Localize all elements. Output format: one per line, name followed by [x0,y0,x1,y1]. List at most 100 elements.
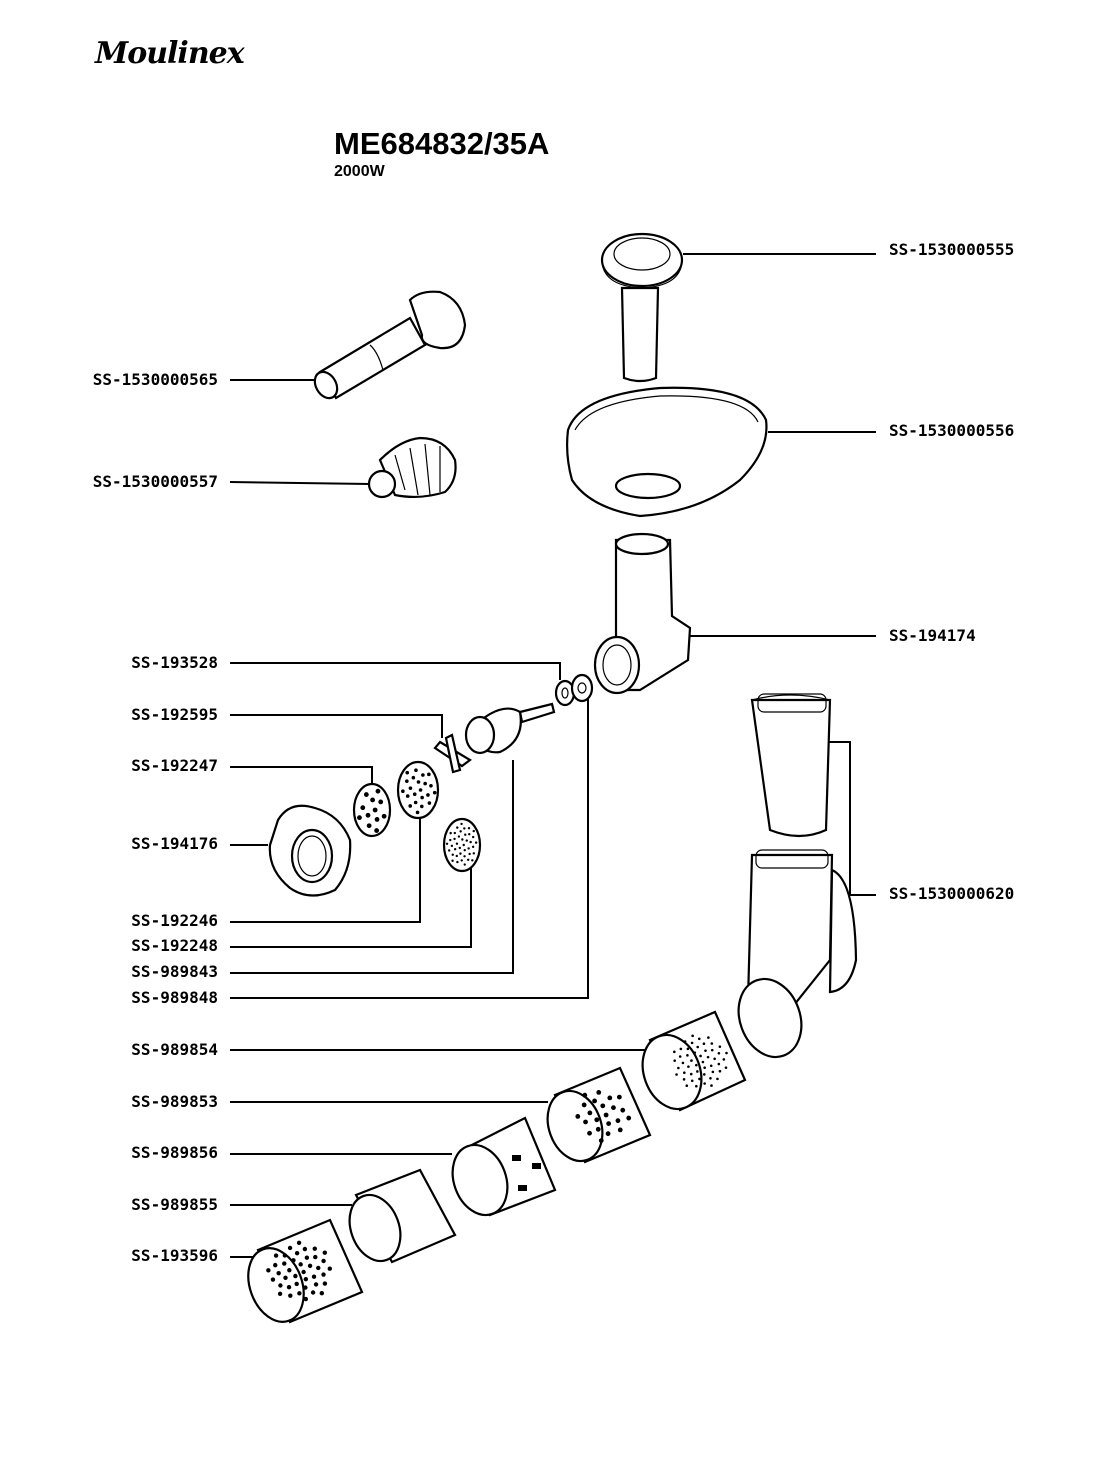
perforation-dot [451,859,454,862]
sausage-funnel-part[interactable] [310,290,467,402]
perforation-dot [695,1063,698,1067]
part-label[interactable]: SS-192595 [131,705,218,724]
part-label[interactable]: SS-193528 [131,653,218,672]
perforation-dot [709,1076,712,1080]
food-tray-part[interactable] [566,386,768,518]
perforation-dot [710,1084,713,1087]
perforation-dot [273,1262,278,1268]
perforation-dot [466,858,470,862]
perforation-dot [365,812,371,818]
part-label[interactable]: SS-1530000565 [92,370,218,389]
perforation-dot [405,770,410,775]
perforation-dot [427,772,431,777]
perforation-dot [310,1290,316,1295]
perforation-dot [606,1121,612,1126]
perforation-dot [678,1055,682,1058]
perforation-dot [725,1051,728,1055]
part-label[interactable]: SS-989854 [131,1040,218,1059]
perforation-dot [273,1253,279,1258]
perforation-dot [297,1291,302,1296]
perforation-dot [302,1246,308,1252]
perforation-dot [321,1272,326,1277]
leader-line [230,858,472,948]
part-label[interactable]: SS-194176 [131,834,218,853]
perforation-dot [313,1282,319,1287]
part-label[interactable]: SS-989855 [131,1195,218,1214]
grating-drum-extra-part[interactable] [239,1218,364,1330]
mincing-plate-fine-part[interactable] [442,817,482,873]
grating-drum-coarse-part[interactable] [538,1066,652,1169]
perforation-dot [471,859,474,862]
perforation-dot [432,790,437,795]
cone-drum-part[interactable] [341,1168,457,1268]
perforation-dot [286,1285,292,1290]
perforation-dot [462,843,465,847]
perforation-dot [455,842,459,845]
perforation-dot [469,840,472,844]
bushing-part[interactable] [570,673,594,703]
perforation-dot [598,1138,604,1143]
slicer-assembly-part[interactable] [728,693,858,1066]
perforation-dot [587,1110,593,1116]
perforation-dot [405,794,410,798]
perforation-dot [418,788,423,792]
part-label[interactable]: SS-193596 [131,1246,218,1265]
perforation-dot [464,833,467,836]
part-label[interactable]: SS-1530000556 [889,421,1015,440]
perforation-dot [416,780,421,784]
pusher-part[interactable] [600,232,684,383]
perforation-dot [626,1115,632,1121]
cutting-blade-part[interactable] [433,733,472,774]
perforation-dot [617,1127,623,1133]
part-label[interactable]: SS-192247 [131,756,218,775]
perforation-dot [690,1041,694,1045]
part-label[interactable]: SS-1530000555 [889,240,1015,259]
perforation-dot [595,1126,601,1132]
perforation-dot [270,1277,276,1282]
perforation-dot [686,1054,689,1057]
perforation-dot [415,810,420,815]
perforation-dot [706,1055,710,1059]
mincer-head-part[interactable] [593,532,692,695]
perforation-dot [582,1092,588,1098]
leader-lines [229,253,876,1258]
perforation-dot [303,1296,309,1302]
part-label[interactable]: SS-194174 [889,626,976,645]
perforation-dot [461,838,464,841]
perforation-dot [307,1263,313,1269]
perforation-dot [294,1250,300,1256]
perforation-dot [276,1270,281,1276]
part-label[interactable]: SS-192246 [131,911,218,930]
kebbe-accessory-part[interactable] [367,436,457,499]
part-label[interactable]: SS-192248 [131,936,218,955]
perforation-dot [696,1070,699,1073]
part-label[interactable]: SS-989848 [131,988,218,1007]
perforation-dot [357,815,362,821]
perforation-dot [322,1250,328,1255]
perforation-dot [447,849,451,852]
locking-ring-part[interactable] [268,804,352,897]
perforation-dot [278,1283,283,1288]
perforation-dot [468,833,471,836]
part-label[interactable]: SS-989856 [131,1143,218,1162]
grating-drum-fine-part[interactable] [633,1010,747,1117]
part-label[interactable]: SS-1530000620 [889,884,1015,903]
part-label[interactable]: SS-1530000557 [92,472,218,491]
perforation-dot [467,826,471,830]
perforation-dot [458,846,462,850]
part-label[interactable]: SS-989843 [131,962,218,981]
perforation-dot [453,831,457,835]
perforation-dot [381,813,387,819]
leader-line [230,815,421,923]
part-label[interactable]: SS-989853 [131,1092,218,1111]
perforation-dot [408,804,413,808]
perforation-dot [374,828,380,833]
mincing-plate-medium-part[interactable] [352,782,392,838]
perforation-dot [575,1113,581,1119]
perforation-dot [301,1269,306,1275]
feed-screw-part[interactable] [464,702,556,755]
slicing-drum-part[interactable] [443,1116,557,1223]
perforation-dot [468,852,471,856]
perforation-dot [716,1077,719,1081]
